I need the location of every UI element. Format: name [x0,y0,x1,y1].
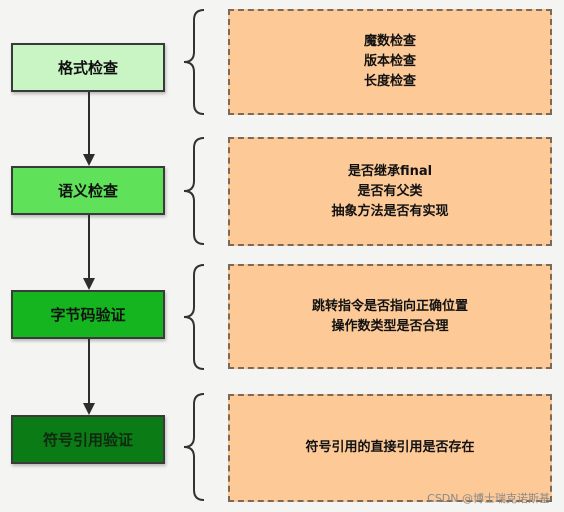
step-label: 格式检查 [57,59,118,77]
brace-3 [183,264,205,370]
note-line: 长度检查 [363,74,416,89]
step-label: 语义检查 [57,182,118,200]
flow-arrow-2 [83,215,95,290]
brace-2 [183,137,205,245]
note-line: 符号引用的直接引用是否存在 [305,440,475,455]
flow-arrow-3 [83,339,95,415]
note-semantic-check: 是否继承final 是否有父类 抽象方法是否有实现 [228,137,552,246]
brace-4 [183,393,205,501]
step-label: 字节码验证 [50,306,126,324]
brace-1 [183,9,205,115]
step-bytecode-verification: 字节码验证 [11,290,165,339]
note-line: 魔数检查 [363,34,416,49]
note-format-check: 魔数检查 版本检查 长度检查 [228,9,552,115]
step-label: 符号引用验证 [42,431,133,449]
note-line: 操作数类型是否合理 [331,318,449,334]
note-line: 抽象方法是否有实现 [331,203,449,219]
note-line: 是否有父类 [357,183,423,199]
note-line: 跳转指令是否指向正确位置 [311,298,468,314]
step-format-check: 格式检查 [11,43,165,92]
note-bytecode-verification: 跳转指令是否指向正确位置 操作数类型是否合理 [228,264,552,369]
flow-arrow-1 [83,92,95,166]
note-line: 是否继承final [347,163,433,179]
step-symbolic-reference-verification: 符号引用验证 [11,415,165,464]
note-line: 版本检查 [363,54,416,69]
note-symbolic-reference-verification: 符号引用的直接引用是否存在 [228,394,552,502]
watermark: CSDN @博士瑞克诺斯基 [427,492,550,505]
step-semantic-check: 语义检查 [11,166,165,215]
